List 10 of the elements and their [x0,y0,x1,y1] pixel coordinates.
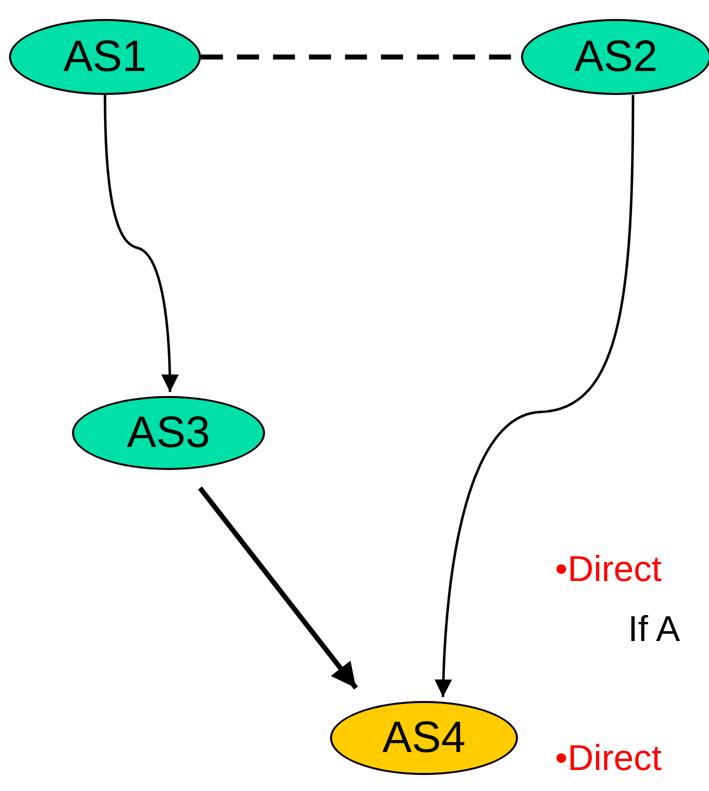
bullet-text: •Direct [555,736,662,780]
node-label: AS2 [574,35,658,79]
arrow [434,95,634,698]
node-label: AS1 [63,35,147,79]
bullet-text: •Direct [555,547,662,591]
arrow [198,486,358,690]
arrow [104,94,179,392]
text-line: If A [628,607,680,651]
node-label: AS4 [382,716,466,760]
node-label: AS3 [126,411,210,455]
